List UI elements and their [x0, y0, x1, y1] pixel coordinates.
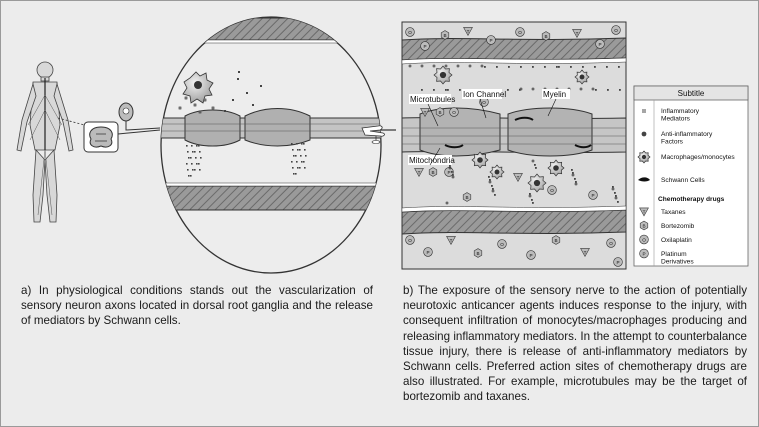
svg-text:T: T: [517, 175, 520, 180]
legend-drug-1: Bortezomib: [661, 223, 695, 230]
svg-text:P: P: [489, 38, 492, 43]
magnified-nerve-content: [161, 17, 381, 211]
legend-drug-2: Oxilaplatin: [661, 237, 692, 244]
legend-item-3: Schwann Cells: [661, 177, 705, 184]
svg-text:P: P: [591, 193, 594, 198]
svg-text:O: O: [642, 237, 646, 242]
svg-text:P: P: [598, 42, 601, 47]
dorsal-root-ganglion: [117, 102, 161, 135]
svg-text:B: B: [554, 238, 557, 243]
mediator-particles: [178, 71, 307, 177]
svg-text:O: O: [550, 188, 554, 193]
svg-text:P: P: [447, 170, 450, 175]
svg-text:T: T: [467, 29, 470, 34]
svg-text:T: T: [584, 250, 587, 255]
caption-panel-b: b) The exposure of the sensory nerve to …: [403, 284, 747, 404]
svg-text:B: B: [544, 34, 547, 39]
svg-text:T: T: [576, 31, 579, 36]
caption-panel-a: a) In physiological conditions stands ou…: [21, 284, 373, 328]
svg-text:P: P: [426, 250, 429, 255]
svg-text:O: O: [482, 100, 486, 105]
legend-item-2: Macrophages/monocytes: [661, 154, 735, 161]
svg-text:O: O: [500, 242, 504, 247]
hand-icon: [361, 125, 385, 144]
label-ion-channel: Ion Channel: [463, 90, 506, 99]
svg-text:O: O: [408, 238, 412, 243]
label-mitochondria: Mitochondria: [409, 156, 455, 165]
human-body-figure: [16, 61, 74, 223]
svg-text:P: P: [642, 251, 645, 256]
svg-text:O: O: [614, 28, 618, 33]
svg-text:B: B: [476, 251, 479, 256]
panel-b-labels: Microtubules Ion Channel Myelin Mitochon…: [408, 89, 570, 165]
svg-text:P: P: [529, 253, 532, 258]
svg-text:P: P: [616, 260, 619, 265]
macrophage-cells: [433, 65, 590, 193]
svg-text:O: O: [408, 30, 412, 35]
svg-text:O: O: [518, 30, 522, 35]
svg-text:T: T: [450, 238, 453, 243]
drug-markers: O P B T P O B T P O T B O O T B P T O P B O P T B O P B T O P: [405, 25, 623, 267]
label-microtubules: Microtubules: [410, 95, 455, 104]
injury-panel-content: [402, 37, 626, 235]
legend-drug-0: Taxanes: [661, 209, 686, 216]
svg-text:B: B: [438, 110, 441, 115]
spinal-cord-cross-section: [83, 121, 119, 153]
svg-text:T: T: [424, 110, 427, 115]
svg-text:B: B: [465, 195, 468, 200]
svg-text:B: B: [642, 223, 645, 228]
svg-text:O: O: [452, 110, 456, 115]
svg-text:T: T: [643, 209, 646, 214]
svg-text:O: O: [609, 241, 613, 246]
svg-text:B: B: [431, 170, 434, 175]
legend-title: Subtitle: [678, 89, 705, 98]
svg-text:B: B: [443, 33, 446, 38]
panel-b-pointer-lines: [427, 98, 557, 166]
label-myelin: Myelin: [543, 90, 566, 99]
legend-drugs-heading: Chemotherapy drugs: [658, 196, 725, 203]
svg-text:T: T: [418, 170, 421, 175]
svg-text:P: P: [423, 44, 426, 49]
